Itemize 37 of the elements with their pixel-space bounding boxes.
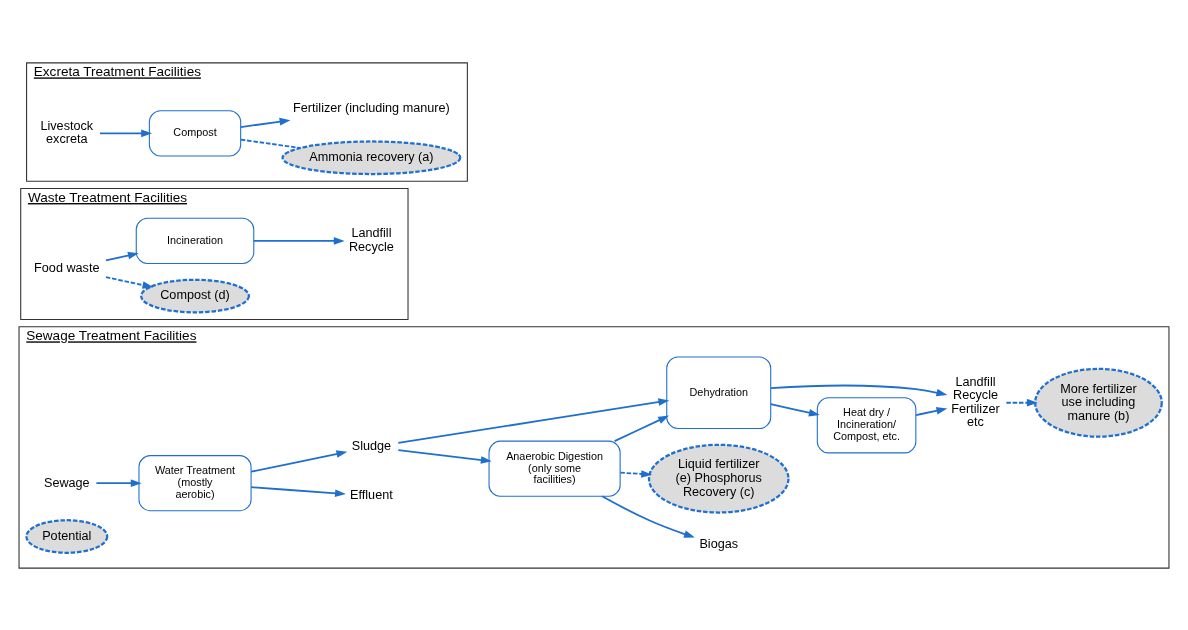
- arrow: [769, 402, 820, 416]
- arrow: [1005, 398, 1038, 407]
- arrow: [95, 478, 142, 487]
- node-text: Food waste: [34, 260, 100, 275]
- arrow: [397, 397, 670, 444]
- arrow: [250, 449, 348, 473]
- node-box: Anaerobic Digestion (only some facilities): [488, 440, 621, 497]
- arrow: [397, 448, 492, 464]
- node-box: Heat dry / Incineration/ Compost, etc.: [816, 396, 917, 453]
- arrow: [250, 485, 346, 497]
- arrow: [105, 251, 139, 261]
- node-text: Fertilizer (including manure): [293, 100, 450, 115]
- node-box: Compost: [148, 109, 242, 156]
- node-ellipse: Ammonia recovery (a): [281, 139, 462, 175]
- node-text: Biogas: [699, 536, 739, 551]
- arrow: [99, 129, 153, 137]
- node-text: Effluent: [350, 487, 393, 502]
- node-text: Livestock excreta: [40, 118, 94, 146]
- arrow: [613, 415, 670, 442]
- node-text: Landfill Recycle: [348, 225, 394, 254]
- node-ellipse: More fertilizer use including manure (b): [1034, 367, 1163, 438]
- arrow: [240, 117, 291, 128]
- node-text: Sludge: [351, 438, 392, 453]
- node-text: Landfill Recycle Fertilizer etc: [951, 374, 1000, 429]
- arrow: [601, 494, 695, 538]
- node-text: Sewage: [43, 475, 90, 490]
- node-box: Incineration: [135, 217, 255, 264]
- arrow: [619, 469, 653, 478]
- arrow: [252, 236, 345, 245]
- arrow: [105, 275, 154, 289]
- connector: [240, 138, 302, 149]
- node-ellipse: Potential: [25, 518, 109, 554]
- node-box: Dehydration: [666, 356, 772, 429]
- arrow: [915, 406, 948, 416]
- node-box: Water Treatment (mostly aerobic): [138, 454, 252, 511]
- node-ellipse: Liquid fertilizer (e) Phosphorus Recovery (c): [647, 443, 790, 514]
- arrow: [770, 384, 948, 396]
